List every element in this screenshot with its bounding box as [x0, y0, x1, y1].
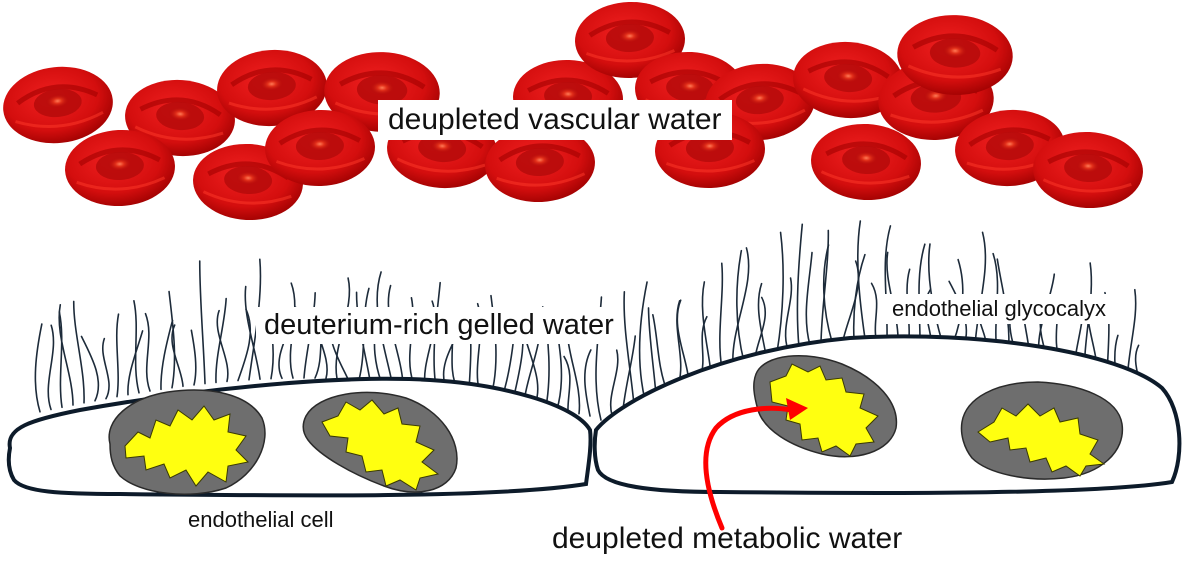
glycocalyx-strand [736, 249, 745, 363]
glycocalyx-strand [144, 312, 151, 392]
glycocalyx-strand [563, 355, 571, 413]
glycocalyx-strand [584, 349, 592, 417]
glycocalyx-strand [784, 277, 793, 351]
glycocalyx-strand [237, 308, 252, 382]
mitochondrion-icon [753, 355, 898, 458]
glycocalyx-strand [852, 253, 866, 341]
glycocalyx-strand [190, 329, 197, 386]
glycocalyx-strand [216, 309, 229, 383]
glycocalyx-strand [115, 313, 120, 398]
mitochondrion-icon [302, 391, 458, 493]
glycocalyx-strand [927, 243, 943, 343]
glycocalyx-strand [884, 225, 892, 339]
glycocalyx-strand [198, 260, 206, 385]
glycocalyx-strand [34, 323, 43, 413]
arrow-icon [703, 398, 808, 531]
endothelial-cell-label: endothelial cell [188, 507, 334, 532]
glycocalyx-strand [776, 231, 784, 354]
glycocalyx-strand [857, 220, 866, 340]
glycocalyx-strand [623, 290, 635, 406]
glycocalyx-strand [133, 299, 140, 394]
vascular-water-label: deupleted vascular water [378, 100, 732, 140]
glycocalyx-strand [974, 231, 987, 348]
metabolic-water-label: deupleted metabolic water [552, 522, 903, 555]
glycocalyx-strand [72, 300, 85, 404]
glycocalyx-strand [609, 349, 619, 416]
glycocalyx-strand [796, 223, 804, 349]
glycocalyx-strand [80, 335, 100, 402]
glycocalyx-strand [701, 281, 712, 374]
mitochondrion-icon [108, 389, 266, 495]
glycocalyx-strand [870, 282, 878, 339]
glycocalyx-strand [58, 311, 63, 409]
glycocalyx-strand [822, 244, 833, 343]
glycocalyx-strand [805, 251, 813, 347]
glycocalyx-strand [47, 324, 55, 411]
glycocalyx-strand [732, 247, 750, 367]
glycocalyx-strand [58, 303, 74, 406]
glycocalyx-strand [918, 243, 926, 341]
glycocalyx-label: endothelial glycocalyx [884, 294, 1115, 324]
glycocalyx-strand [127, 330, 144, 396]
glycocalyx-strand [842, 260, 860, 342]
mitochondrion-icon [960, 381, 1124, 480]
glycocalyx-strand [168, 290, 176, 389]
glycocalyx-strand [638, 281, 648, 401]
glycocalyx-strand [719, 262, 724, 370]
glycocalyx-strand [647, 307, 657, 397]
glycocalyx-strand [160, 319, 174, 391]
glycocalyx-strand [820, 229, 830, 345]
glycocalyx-strand [171, 324, 184, 388]
glycocalyx-strand [102, 337, 110, 400]
glycocalyx-strand [244, 285, 261, 380]
glycocalyx-strand [622, 335, 637, 411]
glycocalyx-strand [757, 282, 767, 357]
gelled-water-label: deuterium-rich gelled water [256, 307, 622, 344]
